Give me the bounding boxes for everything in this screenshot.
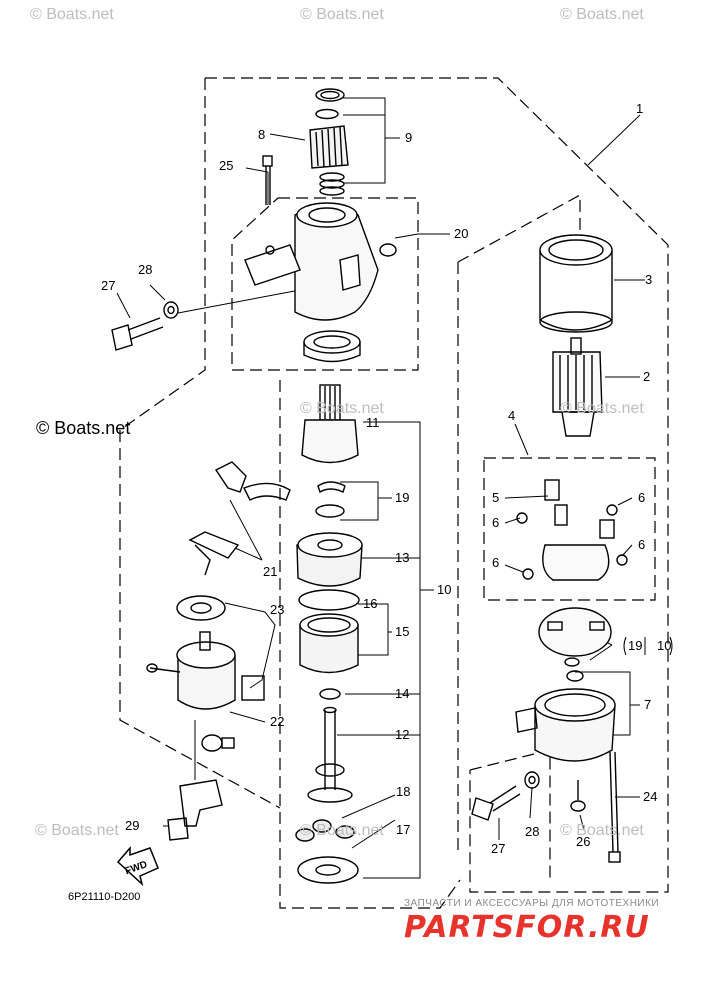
watermark: © Boats.net	[30, 6, 114, 23]
through-bolt-part	[608, 751, 621, 863]
callout-19a: 19	[395, 490, 409, 505]
yoke-part	[539, 234, 613, 333]
callout-22: 22	[270, 714, 284, 729]
internal-gear-part	[299, 613, 359, 674]
planet-gear-part	[295, 819, 355, 842]
part-drawings	[111, 88, 628, 884]
snap-ring-part	[315, 88, 345, 102]
watermark: © Boats.net	[35, 822, 119, 839]
shop-tagline: ЗАПЧАСТИ И АКСЕССУАРЫ ДЛЯ МОТОТЕХНИКИ	[404, 898, 660, 909]
watermark: © Boats.net	[300, 400, 384, 417]
callout-6b: 6	[492, 515, 499, 530]
gasket-part	[176, 595, 226, 621]
callout-6d: 6	[492, 555, 499, 570]
callout-16: 16	[363, 596, 377, 611]
watermark: © Boats.net	[560, 6, 644, 23]
callout-10a: 10	[437, 582, 451, 597]
cover-part	[241, 675, 265, 701]
callout-1: 1	[636, 101, 643, 116]
callout-25: 25	[219, 158, 233, 173]
solenoid-part	[146, 631, 236, 752]
diagram-code: 6P21110-D200	[68, 891, 141, 903]
paren-brackets	[623, 636, 673, 656]
callout-6c: 6	[638, 537, 645, 552]
callout-19b: 19	[628, 638, 642, 653]
watermark: © Boats.net	[560, 822, 644, 839]
lever-part	[188, 461, 291, 576]
thin-ring-part	[315, 108, 339, 120]
callout-labels: 1 2 3 4 5 6 6 6 6 7 8 9 10 10 11 12 13 1…	[101, 101, 671, 856]
callout-17: 17	[396, 822, 410, 837]
clip-part	[317, 481, 346, 494]
pinion-gear-part	[309, 125, 349, 169]
callout-18: 18	[396, 784, 410, 799]
logo-part-1: PARTS	[404, 910, 516, 945]
shaft-part	[307, 706, 353, 803]
callout-24: 24	[643, 789, 657, 804]
callout-9: 9	[405, 130, 412, 145]
brush-plate-part	[538, 607, 612, 667]
assembly-boundary-lines	[119, 77, 669, 909]
callout-28b: 28	[525, 824, 539, 839]
callout-23: 23	[270, 602, 284, 617]
bushing-part	[319, 688, 341, 700]
callout-29: 29	[125, 818, 139, 833]
callout-20: 20	[454, 226, 468, 241]
callout-27b: 27	[491, 841, 505, 856]
copyright-label: © Boats.net	[36, 418, 131, 438]
callout-3: 3	[645, 272, 652, 287]
callout-13: 13	[395, 550, 409, 565]
washer-plate-part	[297, 856, 359, 884]
callout-5: 5	[492, 490, 499, 505]
callout-7: 7	[644, 697, 651, 712]
callout-15: 15	[395, 624, 409, 639]
callout-10b: 10	[657, 638, 671, 653]
end-cover-part	[515, 670, 616, 762]
callout-26: 26	[576, 834, 590, 849]
callout-27a: 27	[101, 278, 115, 293]
shop-logo[interactable]: PARTSFOR.RU	[404, 910, 650, 945]
washer-part-right	[524, 771, 540, 789]
watermark: © Boats.net	[560, 400, 644, 417]
callout-2: 2	[643, 369, 650, 384]
nut-part	[167, 779, 223, 841]
callout-4: 4	[508, 408, 515, 423]
logo-part-2: FOR	[515, 910, 588, 945]
logo-part-3: .RU	[587, 910, 650, 945]
screw-part	[570, 780, 586, 812]
bolt-part-left	[111, 317, 164, 351]
watermark: © Boats.net	[300, 822, 384, 839]
gear-plate-part	[296, 532, 363, 587]
callout-12: 12	[395, 727, 409, 742]
watermark: © Boats.net	[300, 6, 384, 23]
callout-8: 8	[258, 127, 265, 142]
callout-28a: 28	[138, 262, 152, 277]
bolt-part-right	[471, 785, 521, 821]
callout-21: 21	[263, 564, 277, 579]
upper-bracket-part	[244, 202, 397, 363]
brush-holder-part	[516, 479, 628, 581]
callout-6a: 6	[638, 490, 645, 505]
long-bolt-part	[262, 155, 273, 205]
callout-11: 11	[366, 415, 380, 430]
spring-part	[319, 172, 345, 196]
washer-part-left	[163, 301, 179, 319]
fwd-arrow-icon: FWD	[116, 845, 159, 887]
clutch-part	[301, 384, 359, 464]
callout-14: 14	[395, 686, 409, 701]
armature-part	[552, 337, 603, 437]
ring-seal-part	[298, 589, 360, 611]
